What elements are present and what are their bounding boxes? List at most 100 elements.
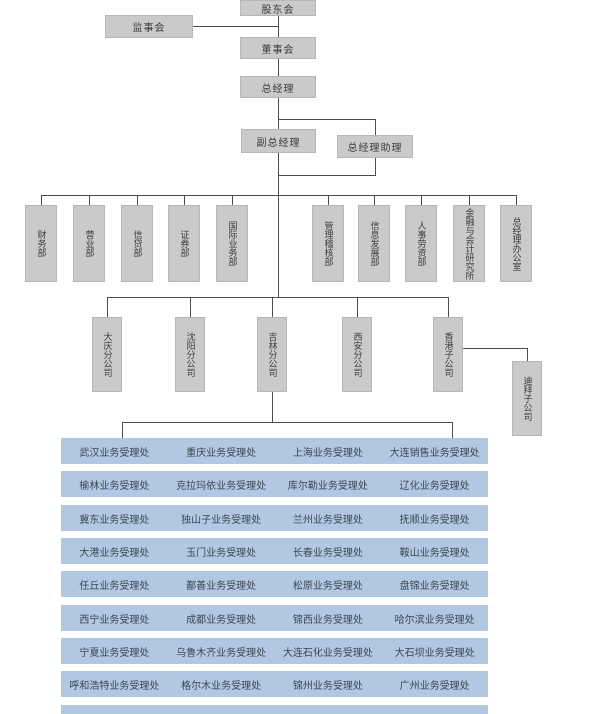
office-cell: 上海业务受理处 [292, 447, 363, 459]
connector-line [107, 297, 108, 317]
connector-line [448, 297, 449, 317]
connector-line [89, 195, 90, 205]
node-label: 大庆分公司 [102, 332, 113, 377]
connector-line [328, 195, 329, 205]
node-label: 总经理 [261, 83, 295, 95]
office-row: 榆林业务受理处 克拉玛依业务受理处 库尔勒业务受理处 辽化业务受理处 [61, 471, 488, 497]
node-general-manager: 总经理 [240, 76, 316, 98]
node-dept-info-development: 信息发展部 [358, 205, 390, 282]
node-label: 信贷部 [132, 230, 143, 257]
office-cell: 西宁业务受理处 [79, 614, 150, 626]
office-row: 任丘业务受理处 鄯善业务受理处 松原业务受理处 盘锦业务受理处 [61, 571, 488, 597]
office-cell: 库尔勒业务受理处 [287, 480, 368, 492]
office-cell: 乌鲁木齐业务受理处 [176, 647, 267, 659]
office-cell: 任丘业务受理处 [79, 580, 150, 592]
node-label: 信息发展部 [369, 221, 380, 266]
office-row: 呼和浩特业务受理处 格尔木业务受理处 锦州业务受理处 广州业务受理处 [61, 671, 488, 697]
connector-line [190, 297, 191, 317]
node-label: 沈阳分公司 [185, 332, 196, 377]
office-cell: 格尔木业务受理处 [181, 680, 262, 692]
node-label: 管理稽核部 [323, 221, 334, 266]
node-dept-international: 国际业务部 [216, 205, 248, 282]
node-label: 董事会 [261, 44, 295, 56]
connector-line [137, 195, 138, 205]
office-cell: 鄯善业务受理处 [186, 580, 257, 592]
connector-line [375, 119, 376, 135]
office-row: 兴平业务受理处 咸阳业务受理处 迁安业务受理处 吐哈业务受理处 [61, 705, 488, 714]
node-label: 香港子公司 [443, 332, 454, 377]
office-cell: 抚顺业务受理处 [399, 514, 470, 526]
node-dept-management-audit: 管理稽核部 [312, 205, 344, 282]
node-label: 副总经理 [256, 137, 301, 149]
connector-line [193, 26, 279, 27]
node-dept-hr-labor: 人事劳资部 [405, 205, 437, 282]
office-cell: 迁安业务受理处 [275, 705, 382, 714]
node-supervisory-board: 监事会 [105, 15, 193, 38]
node-dept-credit: 信贷部 [121, 205, 153, 282]
office-cell: 武汉业务受理处 [79, 447, 150, 459]
connector-line [107, 297, 449, 298]
office-cell: 克拉玛依业务受理处 [176, 480, 267, 492]
connector-line [278, 98, 279, 129]
office-cell: 锦西业务受理处 [292, 614, 363, 626]
office-cell: 独山子业务受理处 [181, 514, 262, 526]
office-cell: 呼和浩特业务受理处 [69, 680, 160, 692]
connector-line [272, 392, 273, 422]
connector-line [41, 195, 42, 205]
connector-line [278, 153, 279, 297]
connector-line [278, 175, 376, 176]
node-subsidiary-dubai: 迪拜子公司 [512, 361, 542, 436]
office-cell: 宁夏业务受理处 [79, 647, 150, 659]
office-cell: 大连销售业务受理处 [389, 447, 480, 459]
node-label: 总经理办公室 [511, 216, 522, 271]
office-cell: 吐哈业务受理处 [381, 705, 488, 714]
connector-line [278, 119, 376, 120]
office-cell: 冀东业务受理处 [79, 514, 150, 526]
node-label: 迪拜子公司 [522, 376, 533, 421]
connector-line [41, 195, 517, 196]
node-shareholders-meeting: 股东会 [240, 0, 316, 16]
office-row: 大港业务受理处 玉门业务受理处 长春业务受理处 鞍山业务受理处 [61, 538, 488, 564]
connector-line [516, 195, 517, 205]
office-cell: 大连石化业务受理处 [282, 647, 373, 659]
connector-line [357, 297, 358, 317]
office-cell: 大港业务受理处 [79, 547, 150, 559]
office-row: 宁夏业务受理处 乌鲁木齐业务受理处 大连石化业务受理处 大石坝业务受理处 [61, 638, 488, 664]
office-cell: 长春业务受理处 [292, 547, 363, 559]
connector-line [374, 195, 375, 205]
office-row: 西宁业务受理处 成都业务受理处 锦西业务受理处 哈尔滨业务受理处 [61, 605, 488, 631]
node-branch-jilin: 吉林分公司 [257, 317, 287, 392]
office-cell: 成都业务受理处 [186, 614, 257, 626]
connector-line [272, 297, 273, 317]
office-row: 冀东业务受理处 独山子业务受理处 兰州业务受理处 抚顺业务受理处 [61, 505, 488, 531]
node-label: 总经理助理 [347, 143, 403, 154]
connector-line [452, 422, 453, 438]
office-cell: 大石坝业务受理处 [394, 647, 475, 659]
connector-line [278, 59, 279, 76]
office-cell: 松原业务受理处 [292, 580, 363, 592]
connector-line [469, 195, 470, 205]
node-dept-finance-institute: 金融与会计研究所 [453, 205, 485, 282]
office-row: 武汉业务受理处 重庆业务受理处 上海业务受理处 大连销售业务受理处 [61, 438, 488, 464]
office-cell: 辽化业务受理处 [399, 480, 470, 492]
office-cell: 兰州业务受理处 [292, 514, 363, 526]
connector-line [122, 422, 123, 438]
node-dept-gm-office: 总经理办公室 [500, 205, 532, 282]
node-deputy-gm: 副总经理 [241, 129, 316, 153]
node-dept-finance: 财务部 [25, 205, 57, 282]
connector-line [184, 195, 185, 205]
node-label: 营业部 [84, 230, 95, 257]
node-label: 国际业务部 [227, 221, 238, 266]
node-branch-shenyang: 沈阳分公司 [175, 317, 205, 392]
office-cell: 鞍山业务受理处 [399, 547, 470, 559]
node-label: 财务部 [36, 230, 47, 257]
connector-line [375, 158, 376, 176]
office-cell: 重庆业务受理处 [186, 447, 257, 459]
node-label: 监事会 [132, 23, 166, 34]
node-subsidiary-hongkong: 香港子公司 [433, 317, 463, 392]
node-label: 人事劳资部 [416, 221, 427, 266]
connector-line [232, 195, 233, 205]
node-branch-daqing: 大庆分公司 [92, 317, 122, 392]
node-branch-xian: 西安分公司 [342, 317, 372, 392]
